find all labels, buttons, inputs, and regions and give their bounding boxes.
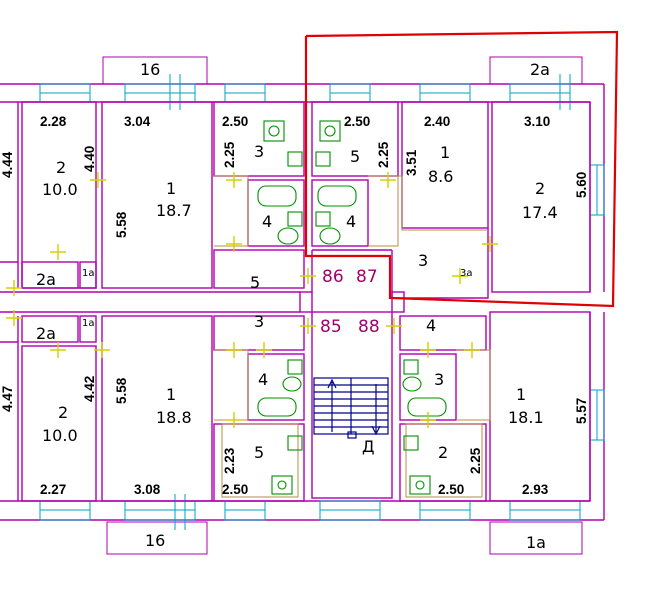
dimension: 4.47 (0, 386, 15, 412)
dimension: 3.04 (124, 114, 151, 129)
room-number: 5 (350, 147, 360, 166)
room-number: 4 (346, 212, 356, 231)
dimension: 2.25 (376, 141, 391, 168)
dimension: 2.50 (222, 114, 248, 129)
flat-number-86: 86 (322, 267, 344, 287)
dimension: 5.58 (114, 377, 129, 404)
sanitary-fixtures (257, 120, 447, 495)
room-area: 18.8 (156, 408, 192, 427)
flat-number-88: 88 (358, 317, 380, 337)
room-area: 8.6 (428, 167, 453, 186)
door-opening-marks (6, 172, 498, 428)
room-number: 4 (262, 212, 272, 231)
balcony-bottom-right-label: 1а (526, 533, 546, 552)
room-area: 18.1 (508, 408, 544, 427)
dimension: 2.25 (468, 447, 483, 474)
room-number: 2а (36, 324, 56, 343)
room-number: 2 (56, 158, 66, 177)
room-number: 5 (250, 273, 260, 292)
balcony-outlines (102, 56, 583, 555)
room-number: 1 (440, 143, 450, 162)
room-area: 17.4 (522, 203, 558, 222)
room-number: 4 (426, 316, 436, 335)
room-number: 1 (166, 385, 176, 404)
balcony-top-right-label: 2а (530, 60, 550, 79)
room-number: 2 (438, 443, 448, 462)
dimension: 5.58 (114, 211, 129, 238)
top-right-flat-walls (311, 101, 591, 299)
room-number: 1а (82, 318, 95, 329)
bottom-right-flat-walls (399, 311, 591, 502)
room-number: 1 (166, 179, 176, 198)
room-number: 2 (58, 403, 68, 422)
dimension: 5.60 (574, 172, 589, 198)
room-number: 2а (36, 270, 56, 289)
dimension: 4.44 (0, 151, 15, 178)
room-number: 3 (434, 370, 444, 389)
room-number: 1а (82, 268, 95, 279)
dimension: 3.51 (404, 149, 419, 176)
room-area: 10.0 (42, 426, 78, 445)
selected-flat-outline[interactable] (304, 30, 619, 308)
dimension: 2.23 (222, 447, 237, 474)
dimension: 2.25 (222, 141, 237, 168)
room-number: 1 (516, 385, 526, 404)
room-number: 4 (258, 370, 268, 389)
flat-number-85: 85 (320, 317, 342, 337)
dimension: 5.57 (574, 398, 589, 424)
stair-core (299, 291, 405, 499)
dimension: 2.50 (438, 482, 464, 497)
room-number: 3 (254, 142, 264, 161)
room-number: 3а (460, 268, 473, 279)
dimension: 2.40 (424, 114, 450, 129)
dimension: 2.28 (40, 114, 67, 129)
dimension: 3.08 (134, 482, 161, 497)
room-area: 10.0 (42, 180, 78, 199)
flat-number-87: 87 (356, 267, 378, 287)
stair-label: Д (362, 437, 375, 456)
room-number: 3 (254, 312, 264, 331)
dimension: 2.93 (522, 482, 549, 497)
room-number: 2 (535, 179, 545, 198)
dimension: 4.42 (82, 376, 97, 402)
room-number: 3 (418, 251, 428, 270)
windows (39, 74, 605, 530)
balcony-bottom-left-label: 16 (145, 531, 165, 550)
dimension: 2.50 (344, 114, 370, 129)
balcony-top-left-label: 16 (140, 60, 160, 79)
dimension: 3.10 (524, 114, 550, 129)
room-area: 18.7 (156, 201, 192, 220)
dimension: 4.40 (82, 146, 97, 172)
dimension: 2.50 (222, 482, 248, 497)
room-number: 5 (254, 443, 264, 462)
dimension: 2.27 (40, 482, 66, 497)
staircase (313, 377, 389, 439)
